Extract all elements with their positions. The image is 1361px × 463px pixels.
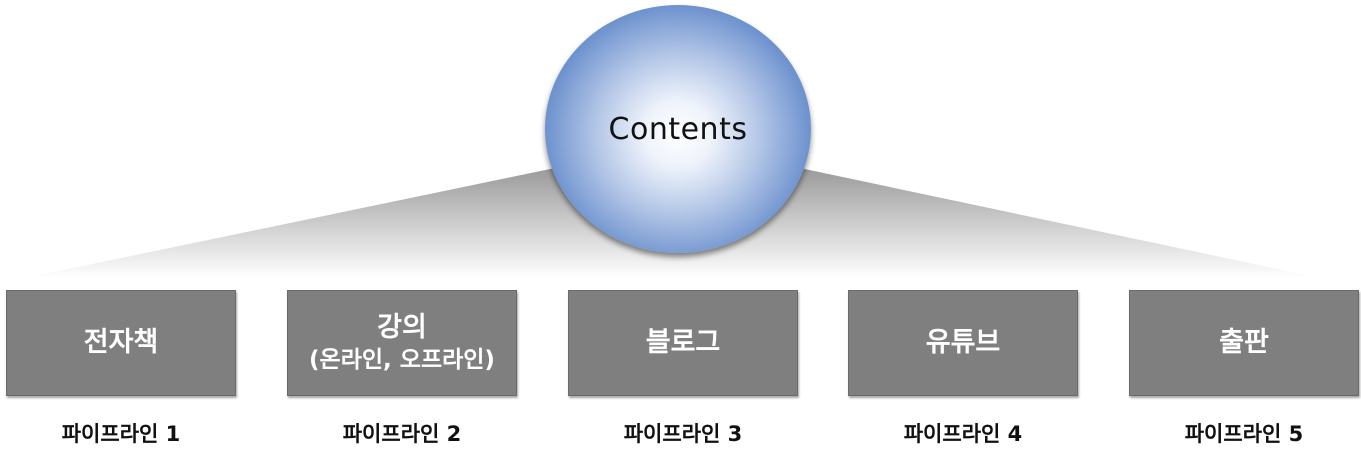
node-title: 전자책 <box>83 327 159 358</box>
contents-hub-circle: Contents <box>545 5 811 253</box>
hub-label: Contents <box>608 111 748 147</box>
node-title: 출판 <box>1219 327 1269 358</box>
node-lecture: 강의 (온라인, 오프라인) <box>287 290 517 396</box>
pipeline-caption-5: 파이프라인 5 <box>1184 422 1304 446</box>
node-subtitle: (온라인, 오프라인) <box>309 347 495 373</box>
node-publishing: 출판 <box>1129 290 1359 396</box>
node-title: 강의 <box>377 312 427 343</box>
pipeline-caption-2: 파이프라인 2 <box>342 422 462 446</box>
pipeline-caption-1: 파이프라인 1 <box>61 422 181 446</box>
node-title: 유튜브 <box>925 327 1001 358</box>
node-youtube: 유튜브 <box>848 290 1078 396</box>
pipeline-caption-4: 파이프라인 4 <box>903 422 1023 446</box>
node-blog: 블로그 <box>568 290 798 396</box>
node-title: 블로그 <box>645 327 721 358</box>
node-ebook: 전자책 <box>6 290 236 396</box>
pipeline-caption-3: 파이프라인 3 <box>623 422 743 446</box>
